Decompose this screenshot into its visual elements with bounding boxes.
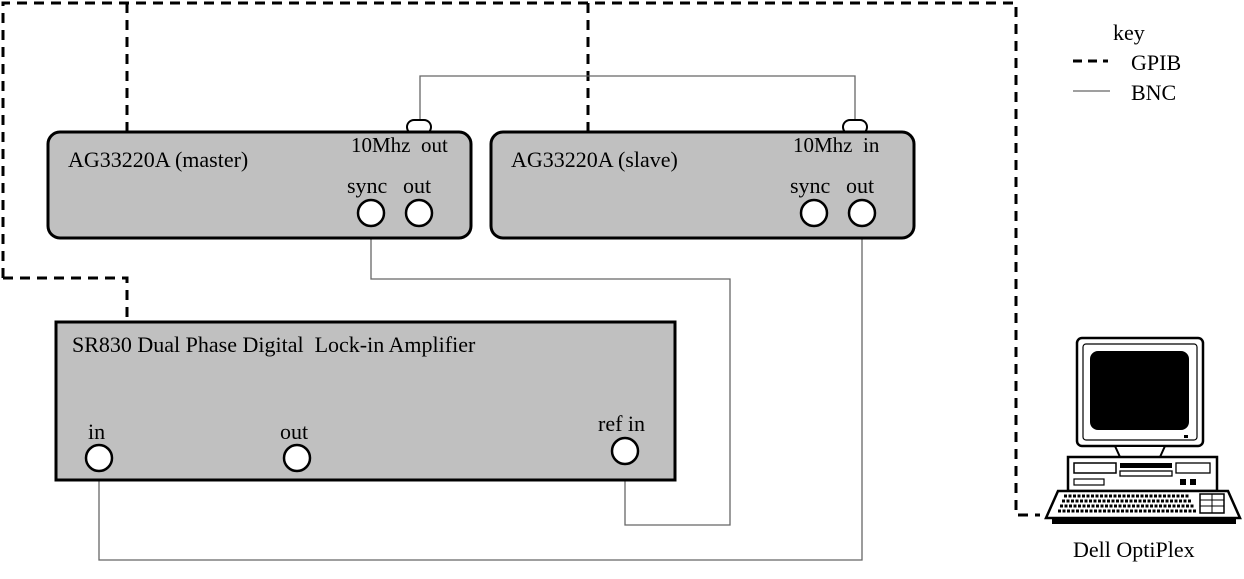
master-clock-label: 10Mhz out xyxy=(351,133,448,157)
lockin-in-label: in xyxy=(88,419,105,444)
lockin-ref-in-label: ref in xyxy=(598,411,645,436)
lockin-amplifier-name: SR830 Dual Phase Digital Lock-in Amplifi… xyxy=(72,332,476,357)
computer: Dell OptiPlex xyxy=(1044,336,1242,562)
master-generator-name: AG33220A (master) xyxy=(68,147,248,172)
bnc-sync-to-ref-in xyxy=(370,227,731,526)
slave-out-label: out xyxy=(846,173,874,198)
master-out-label: out xyxy=(403,173,431,198)
slave-generator: AG33220A (slave) 10Mhz in sync out xyxy=(489,119,916,240)
slave-sync-jack[interactable] xyxy=(799,198,829,228)
slave-sync-label: sync xyxy=(790,173,831,198)
legend: key GPIB BNC xyxy=(1073,20,1181,105)
master-sync-jack[interactable] xyxy=(356,198,386,228)
lockin-amplifier: SR830 Dual Phase Digital Lock-in Amplifi… xyxy=(54,320,677,482)
slave-clock-label: 10Mhz in xyxy=(793,133,880,157)
master-out-jack[interactable] xyxy=(404,198,434,228)
computer-icon xyxy=(1044,336,1242,524)
gpib-bus-line xyxy=(1,1,1040,517)
bnc-10mhz-link xyxy=(419,75,856,120)
lockin-out-label: out xyxy=(280,419,308,444)
master-generator: AG33220A (master) 10Mhz out sync out xyxy=(46,119,473,240)
lockin-in-jack[interactable] xyxy=(84,443,114,473)
legend-gpib-label: GPIB xyxy=(1131,50,1181,75)
computer-label: Dell OptiPlex xyxy=(1073,537,1195,562)
legend-title: key xyxy=(1113,20,1145,45)
lockin-amplifier-body xyxy=(54,320,677,482)
lockin-out-jack[interactable] xyxy=(282,443,312,473)
legend-bnc-label: BNC xyxy=(1131,80,1176,105)
master-sync-label: sync xyxy=(347,173,388,198)
bnc-slave-out-to-in xyxy=(98,227,863,561)
slave-out-jack[interactable] xyxy=(847,198,877,228)
slave-generator-name: AG33220A (slave) xyxy=(511,147,678,172)
gpib-lockin-link xyxy=(3,276,129,322)
lockin-ref-in-jack[interactable] xyxy=(610,436,640,466)
